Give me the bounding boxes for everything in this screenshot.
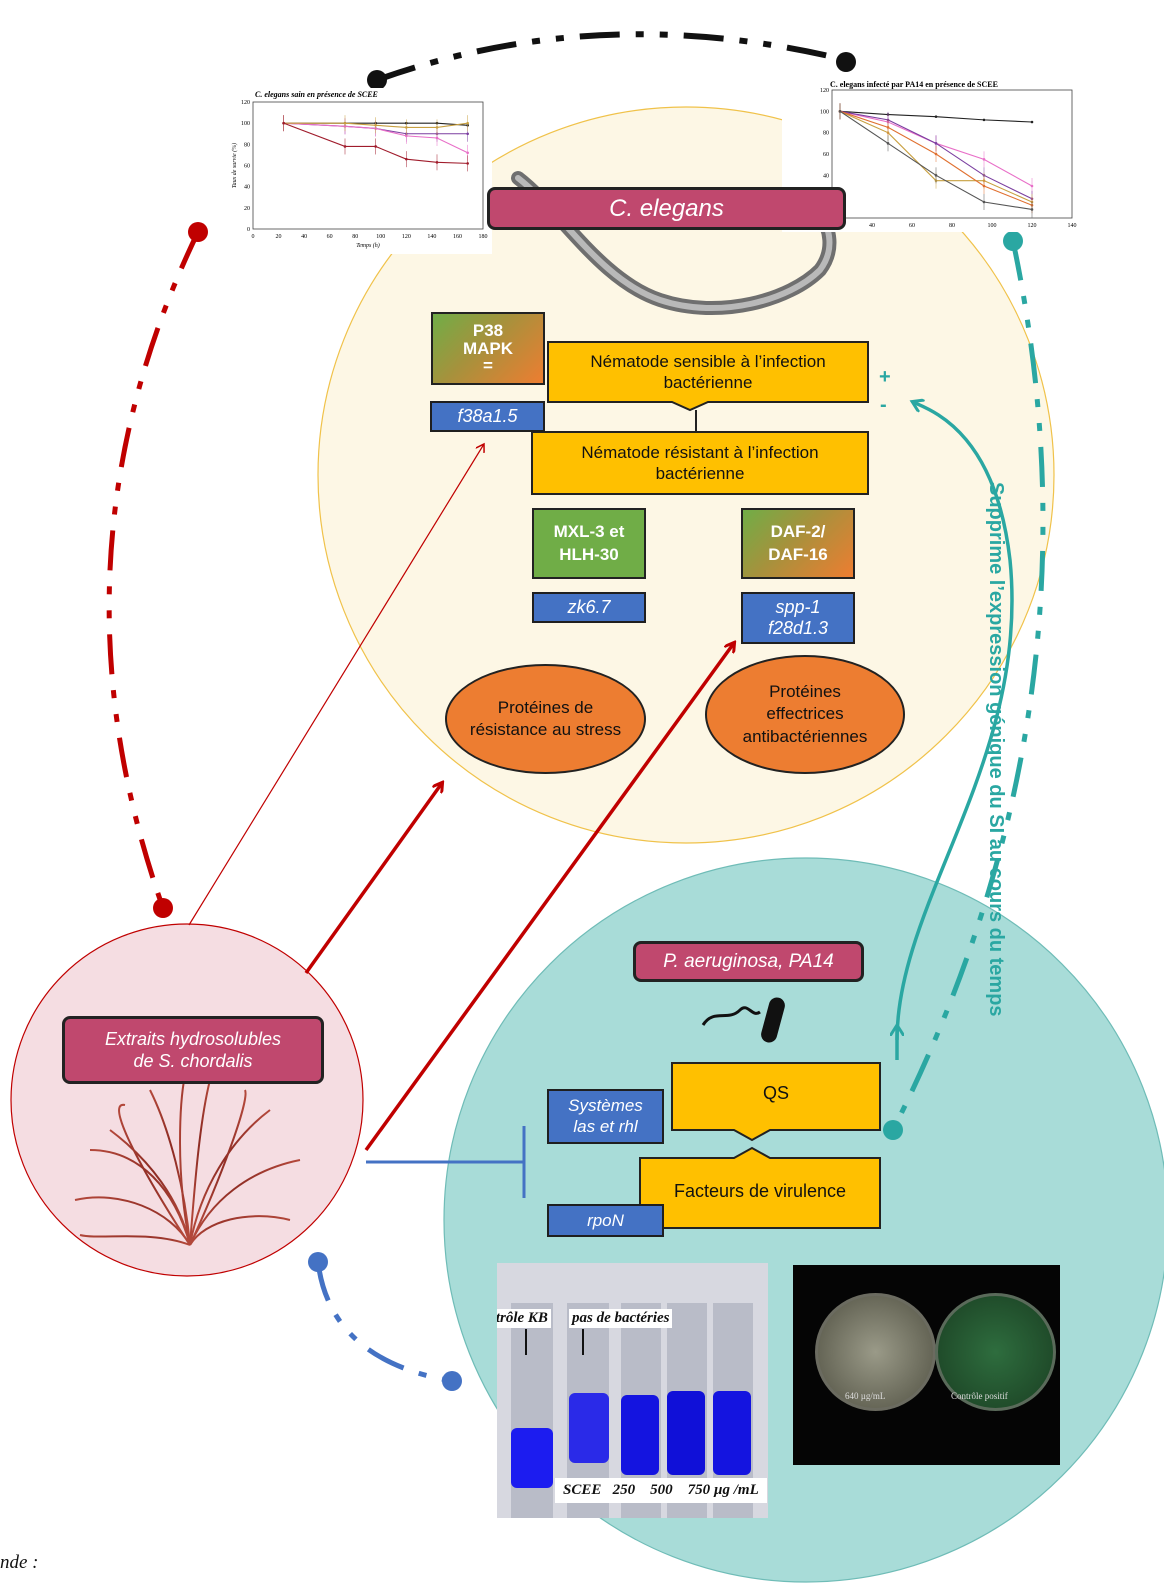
algae-circle	[10, 923, 364, 1277]
plot-healthy-title: C. elegans sain en présence de SCEE	[255, 90, 378, 99]
y-tick-label: 80	[823, 131, 829, 137]
concentration-label: SCEE 250 500 750 µg /mL	[555, 1478, 767, 1503]
black-dashdot-connector	[375, 31, 847, 83]
thin-red-arrow	[188, 444, 484, 926]
y-tick-label: 40	[244, 185, 250, 191]
virulence-box-text: Facteurs de virulence	[673, 1180, 847, 1201]
plot-infected-svg: 2040608010012014020406080100120	[820, 88, 1077, 229]
x-tick-label: 40	[869, 223, 875, 229]
x-tick-label: 120	[1028, 223, 1037, 229]
no-bacteria-label: pas de bactéries	[569, 1309, 673, 1328]
plot-frame	[252, 101, 484, 230]
pa14-title: P. aeruginosa, PA14	[633, 941, 864, 982]
mxl3-hlh30-box: MXL-3 et HLH-30	[532, 508, 646, 579]
x-tick-label: 80	[949, 223, 955, 229]
y-tick-label: 20	[244, 206, 250, 212]
teal-suppress-arrow	[895, 402, 1014, 1041]
x-tick-label: 20	[276, 234, 282, 240]
sensitive-box-text: Nématode sensible à l’infection bactérie…	[590, 351, 826, 392]
p38-mapk-box: P38 MAPK =	[431, 312, 545, 385]
plot-infected-title: C. elegans infecté par PA14 en présence …	[830, 80, 998, 89]
rpon-box: rpoN	[547, 1204, 664, 1237]
spp1-gene-box: spp-1 f28d1.3	[741, 592, 855, 644]
data-point	[982, 118, 986, 122]
legend-fragment: nde :	[0, 1552, 39, 1573]
minus-sign: -	[880, 394, 887, 416]
red-arrow-to-stress	[304, 783, 442, 975]
c-elegans-title: C. elegans	[487, 187, 846, 230]
series-line-4	[283, 122, 468, 164]
x-tick-label: 40	[301, 234, 307, 240]
y-tick-label: 40	[823, 173, 829, 179]
plot-frame	[831, 89, 1073, 219]
data-point	[934, 115, 938, 118]
effector-proteins-oval: Protéines effectrices antibactériennes	[705, 655, 905, 774]
y-tick-label: 0	[247, 227, 250, 233]
x-tick-label: 0	[252, 234, 255, 240]
suppress-gene-expression-text: Supprime l’expression génique du SI au c…	[985, 482, 1007, 1017]
ctrl-kb-label: Contrôle KB	[497, 1309, 551, 1328]
las-rhl-box: Systèmes las et rhl	[547, 1089, 664, 1144]
sensitive-box-shape	[547, 341, 869, 412]
stress-proteins-oval: Protéines de résistance au stress	[445, 664, 646, 774]
teal-dashdot-connector	[890, 240, 1046, 1132]
x-tick-label: 100	[376, 234, 385, 240]
plot-infected: C. elegans infecté par PA14 en présence …	[782, 76, 1080, 232]
tubes-photo: Contrôle KB pas de bactéries SCEE 250 50…	[497, 1263, 768, 1518]
y-tick-label: 60	[823, 152, 829, 158]
resistant-box-shape	[531, 431, 869, 495]
series-line-3	[283, 122, 468, 128]
f38a1-gene-box: f38a1.5	[430, 401, 545, 432]
plus-sign: +	[879, 366, 891, 388]
data-point	[1030, 120, 1034, 124]
x-tick-label: 60	[327, 234, 333, 240]
x-tick-label: 180	[479, 234, 488, 240]
plate-positive-control-label: Contrôle positif	[951, 1391, 1008, 1401]
qs-box-shape	[671, 1062, 881, 1142]
y-tick-label: 100	[820, 109, 829, 115]
x-tick-label: 140	[427, 234, 436, 240]
plates-photo: 640 µg/mL Contrôle positif	[793, 1265, 1060, 1465]
x-tick-label: 140	[1068, 223, 1077, 229]
x-tick-label: 100	[988, 223, 997, 229]
y-tick-label: 60	[244, 164, 250, 170]
red-dashdot-connector	[106, 230, 201, 909]
y-tick-label: 80	[244, 142, 250, 148]
plate-640-label: 640 µg/mL	[845, 1391, 886, 1401]
y-tick-label: 120	[820, 88, 829, 94]
daf2-daf16-box: DAF-2/ DAF-16	[741, 508, 855, 579]
virulence-box-shape	[639, 1146, 881, 1229]
red-arrow-to-effectors	[364, 643, 734, 1152]
y-tick-label: 120	[241, 100, 250, 106]
bacterium-image	[701, 1006, 761, 1026]
x-tick-label: 120	[402, 234, 411, 240]
x-tick-label: 80	[352, 234, 358, 240]
y-axis-label: Taux de survie (%)	[231, 143, 238, 188]
algae-title: Extraits hydrosolubles de S. chordalis	[62, 1016, 324, 1084]
blue-dashdot-connector	[315, 1261, 453, 1384]
series-line-2	[283, 122, 468, 154]
qs-box-text: QS	[762, 1082, 789, 1103]
y-tick-label: 100	[241, 121, 250, 127]
plot-healthy: C. elegans sain en présence de SCEE 0 20 4…	[211, 88, 492, 254]
x-axis-label: Temps (h)	[356, 242, 380, 249]
x-tick-label: 60	[909, 223, 915, 229]
resistant-box-text: Nématode résistant à l’infection bactéri…	[581, 442, 819, 483]
zk6-gene-box: zk6.7	[532, 592, 646, 623]
seaweed-image	[74, 1074, 301, 1246]
x-tick-label: 160	[453, 234, 462, 240]
